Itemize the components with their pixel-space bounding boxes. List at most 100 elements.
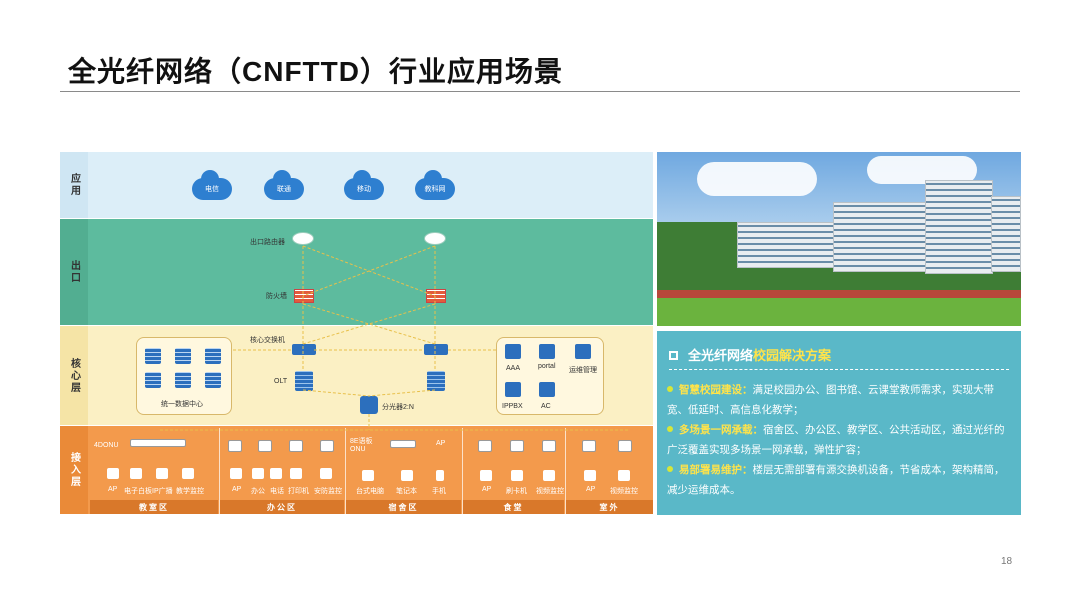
zone-outdoor: 室外 xyxy=(566,500,653,514)
canteen-video-label: 视频监控 xyxy=(536,488,564,495)
bullet-dot-icon xyxy=(667,466,673,472)
server-icon xyxy=(175,372,191,388)
dorm-desktop-label: 台式电脑 xyxy=(356,488,384,495)
application-layer-label: 应用 xyxy=(60,152,88,218)
zone-divider xyxy=(345,428,346,514)
bullet-key: 易部署易维护： xyxy=(679,464,753,476)
onu-icon xyxy=(390,440,416,448)
panel-title-highlight: 校园 xyxy=(753,348,780,363)
firewall-icon xyxy=(426,289,446,303)
server-icon xyxy=(145,348,161,364)
onu-icon xyxy=(510,440,524,452)
cloud-unicom-icon: 联通 xyxy=(264,170,304,200)
onu-4d-label: 4DONU xyxy=(94,442,119,449)
camera-icon xyxy=(182,468,194,479)
network-diagram: 应用 电信 联通 移动 教科网 出口 出口路由器 防火墙 核心层 统一数据中心 … xyxy=(60,152,653,514)
server-icon xyxy=(145,372,161,388)
data-center-label: 统一数据中心 xyxy=(161,401,203,408)
onu-icon xyxy=(618,440,632,452)
data-center-box: 统一数据中心 xyxy=(136,337,232,415)
bullet-text: 宿舍区、办公区、教学区、公共活动区，通过光纤的广泛覆盖实现多场景一网承载，弹性扩… xyxy=(667,424,1005,456)
ac-label: AC xyxy=(541,403,551,410)
photo-track xyxy=(657,290,1021,298)
camera-icon xyxy=(543,470,555,481)
cloud-mobile-label: 移动 xyxy=(357,186,371,193)
onu-8e-label: 8E语板ONU xyxy=(350,438,373,453)
outdoor-ap-label: AP xyxy=(586,486,596,493)
cloud-mobile-icon: 移动 xyxy=(344,170,384,200)
router-icon xyxy=(292,232,314,245)
page-title: 全光纤网络（CNFTTD）行业应用场景 xyxy=(68,56,563,87)
exit-layer: 出口 出口路由器 防火墙 xyxy=(60,219,653,325)
phone-icon xyxy=(270,468,282,479)
bullet-easy-deploy: 易部署易维护：楼层无需部署有源交换机设备，节省成本，架构精简，减少运维成本。 xyxy=(667,460,1011,500)
solution-panel: 全光纤网络校园解决方案 智慧校园建设：满足校园办公、图书馆、云课堂教师需求，实现… xyxy=(657,331,1021,515)
ap-icon xyxy=(584,470,596,481)
bullet-key: 智慧校园建设： xyxy=(679,384,753,396)
printer-icon xyxy=(290,468,302,479)
camera-icon xyxy=(618,470,630,481)
core-switch-icon xyxy=(424,344,448,355)
cloud-unicom-label: 联通 xyxy=(277,186,291,193)
photo-cloud xyxy=(697,162,817,196)
panel-title: 全光纤网络校园解决方案 xyxy=(669,345,831,364)
cloud-edunet-icon: 教科网 xyxy=(415,170,455,200)
ippbx-label: IPPBX xyxy=(502,403,523,410)
splitter-icon xyxy=(360,396,378,414)
olt-label: OLT xyxy=(274,378,288,385)
ops-management-label: 运维管理 xyxy=(569,367,597,374)
onu-icon xyxy=(542,440,556,452)
square-bullet-icon xyxy=(669,351,678,360)
zone-canteen: 食堂 xyxy=(463,500,564,514)
bullet-text: 满足校园办公、图书馆、云课堂教师需求，实现大带宽、低延时、高信息化教学； xyxy=(667,384,994,416)
whiteboard-icon xyxy=(130,468,142,479)
bullet-multi-scenario: 多场景一网承载：宿舍区、办公区、教学区、公共活动区，通过光纤的广泛覆盖实现多场景… xyxy=(667,420,1011,460)
office-ap-label: AP xyxy=(232,486,242,493)
core-layer: 核心层 统一数据中心 核心交换机 OLT 分光器2:N AAA portal 运… xyxy=(60,326,653,425)
exit-layer-label: 出口 xyxy=(60,219,88,325)
onu-icon xyxy=(258,440,272,452)
olt-icon xyxy=(295,371,313,391)
core-layer-label: 核心层 xyxy=(60,326,88,425)
gear-icon xyxy=(575,344,591,359)
bullet-dot-icon xyxy=(667,426,673,432)
core-switch-label: 核心交换机 xyxy=(250,337,285,344)
classroom-monitor-label: 教学监控 xyxy=(176,488,204,495)
ap-icon xyxy=(480,470,492,481)
exit-router-label: 出口路由器 xyxy=(250,239,285,246)
server-icon xyxy=(175,348,191,364)
access-layer-label: 接入层 xyxy=(60,426,88,514)
ap-icon xyxy=(107,468,119,479)
canteen-ap-label: AP xyxy=(482,486,492,493)
splitter-label: 分光器2:N xyxy=(382,404,414,411)
title-divider xyxy=(60,91,1020,92)
zone-divider xyxy=(565,428,566,514)
panel-title-suffix: 解决方案 xyxy=(779,348,832,363)
broadcast-icon xyxy=(156,468,168,479)
ac-icon xyxy=(539,382,555,397)
access-layer: 接入层 4DONU AP 电子白板 IP广播 教学监控 AP 办公 电话 打印机… xyxy=(60,426,653,514)
application-layer: 应用 电信 联通 移动 教科网 xyxy=(60,152,653,218)
desktop-icon xyxy=(362,470,374,481)
panel-divider xyxy=(669,369,1009,370)
outdoor-video-label: 视频监控 xyxy=(610,488,638,495)
zone-office: 办公区 xyxy=(220,500,344,514)
server-icon xyxy=(205,372,221,388)
onu-icon xyxy=(320,440,334,452)
photo-cloud xyxy=(867,156,977,184)
core-switch-icon xyxy=(292,344,316,355)
zone-divider xyxy=(219,428,220,514)
dorm-laptop-label: 笔记本 xyxy=(396,488,417,495)
office-printer-label: 打印机 xyxy=(288,488,309,495)
bullet-text: 楼层无需部署有源交换机设备，节省成本，架构精简，减少运维成本。 xyxy=(667,464,1005,496)
photo-building xyxy=(991,196,1021,272)
onu-icon xyxy=(289,440,303,452)
panel-title-prefix: 全光纤网络 xyxy=(688,348,754,363)
bullet-key: 多场景一网承载： xyxy=(679,424,763,436)
zone-dorm: 宿舍区 xyxy=(346,500,461,514)
campus-photo xyxy=(657,152,1021,326)
zone-classroom: 教室区 xyxy=(90,500,218,514)
ippbx-icon xyxy=(505,382,521,397)
cloud-telecom-label: 电信 xyxy=(205,186,219,193)
bullet-dot-icon xyxy=(667,386,673,392)
